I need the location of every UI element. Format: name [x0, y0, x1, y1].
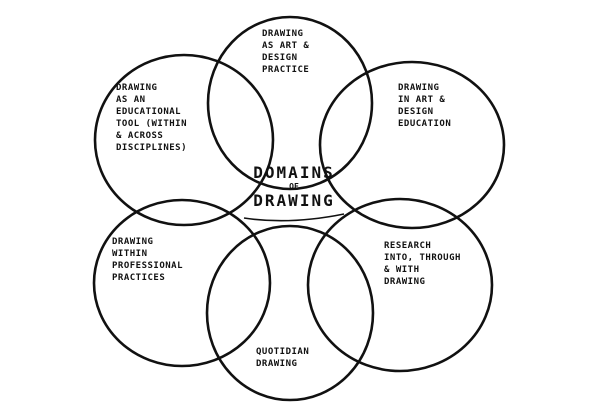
- domains-of-drawing-title: DOMAINS OF DRAWING: [238, 164, 350, 210]
- center-line-drawing: DRAWING: [253, 191, 335, 210]
- circle-upper-left: [93, 53, 275, 227]
- petal-label-lower-right: RESEARCH INTO, THROUGH & WITH DRAWING: [384, 241, 461, 287]
- circle-lower-left: [92, 198, 272, 368]
- petal-label-upper-right: DRAWING IN ART & DESIGN EDUCATION: [398, 83, 452, 129]
- circle-bottom: [205, 224, 375, 402]
- drawing-underline: [243, 213, 345, 222]
- center-line-domains: DOMAINS: [253, 163, 335, 182]
- circle-lower-right: [306, 197, 494, 373]
- petal-label-lower-left: DRAWING WITHIN PROFESSIONAL PRACTICES: [112, 237, 184, 283]
- petal-label-bottom: QUOTIDIAN DRAWING: [256, 347, 310, 369]
- petal-label-top: DRAWING AS ART & DESIGN PRACTICE: [262, 29, 310, 75]
- center-line-of: OF: [289, 182, 299, 191]
- circle-top: [206, 15, 374, 191]
- circle-upper-right: [318, 60, 506, 230]
- petal-label-upper-left: DRAWING AS AN EDUCATIONAL TOOL (WITHIN &…: [116, 83, 188, 153]
